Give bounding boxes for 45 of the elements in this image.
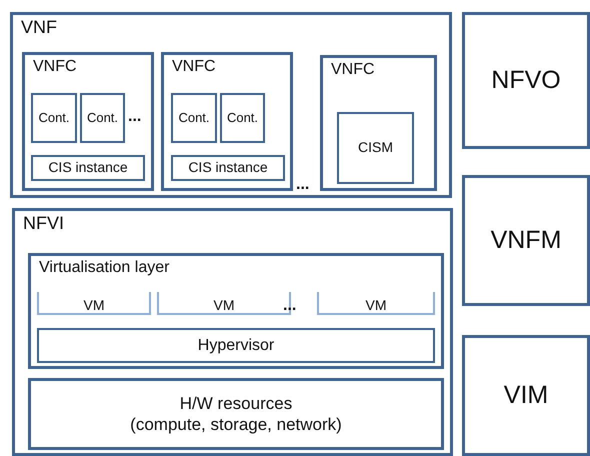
component-box (31, 155, 145, 181)
container-box (22, 52, 154, 191)
box-label: CISM (358, 139, 393, 157)
box-title: NFVI (23, 213, 64, 235)
box-label: VIM (504, 380, 548, 411)
box-sublabel: (compute, storage, network) (130, 414, 342, 436)
box-label: VM (366, 296, 386, 314)
component-box (337, 112, 414, 184)
component-box (37, 328, 435, 363)
box-label: Hypervisor (198, 336, 274, 356)
component-box (220, 93, 265, 143)
box-label: Cont. (178, 110, 210, 126)
container-box (10, 12, 452, 198)
component-box (462, 12, 590, 149)
box-title: VNFC (331, 60, 375, 80)
box-label: CIS instance (48, 159, 128, 177)
box-label: VNFM (490, 224, 562, 256)
component-box (171, 155, 285, 181)
box-title: VNFC (33, 57, 77, 76)
box-title: VNF (21, 17, 57, 39)
box-label: Cont. (38, 110, 70, 126)
bracket-box (317, 292, 435, 315)
ellipsis: ... (283, 297, 296, 315)
box-label: H/W resources (180, 392, 292, 414)
component-box (462, 175, 590, 306)
container-box (28, 253, 444, 369)
box-title: Virtualisation layer (39, 258, 170, 278)
component-box (31, 93, 77, 143)
component-box (171, 93, 217, 143)
ellipsis: ... (128, 108, 142, 126)
box-label: VM (214, 296, 234, 314)
bracket-box (37, 292, 151, 315)
box-label: VM (84, 296, 104, 314)
component-box (462, 335, 590, 456)
component-box (28, 378, 444, 450)
box-label: Cont. (86, 110, 118, 126)
box-label: CIS instance (188, 159, 268, 177)
container-box (12, 208, 453, 456)
box-label: NFVO (491, 64, 561, 96)
box-title: VNFC (172, 57, 216, 76)
box-label: Cont. (226, 110, 258, 126)
container-box (161, 52, 293, 191)
component-box (80, 93, 125, 143)
ellipsis: ... (296, 176, 310, 194)
container-box (320, 55, 437, 191)
